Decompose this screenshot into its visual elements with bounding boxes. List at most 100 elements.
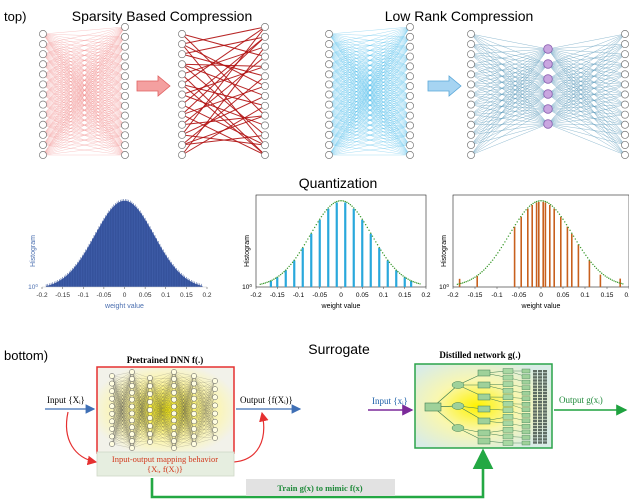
connection: [328, 95, 411, 156]
student-title: Distilled network g(.): [439, 350, 520, 360]
connection: [193, 397, 216, 399]
neuron: [325, 120, 333, 129]
connection: [111, 421, 133, 428]
connection: [193, 383, 216, 390]
neuron: [467, 140, 475, 149]
connection: [193, 421, 216, 445]
connection: [193, 406, 216, 439]
gaussian-point: [460, 282, 462, 285]
gaussian-point: [599, 271, 601, 273]
student-output-cell: [533, 404, 537, 407]
gaussian-point: [507, 235, 510, 237]
connection: [131, 393, 151, 435]
student-output-cell: [538, 382, 542, 385]
gaussian-point: [537, 200, 540, 202]
connection: [111, 390, 133, 393]
connection: [193, 375, 216, 382]
connection: [193, 383, 216, 422]
connection: [111, 383, 133, 442]
student-node: [521, 435, 531, 440]
neuron: [129, 410, 135, 417]
student-output-cell: [533, 397, 537, 401]
neuron: [406, 151, 414, 159]
neuron: [621, 80, 629, 89]
connection: [111, 371, 133, 377]
student-node: [477, 437, 491, 445]
connection: [547, 43, 626, 80]
connection: [547, 84, 626, 110]
connection: [193, 421, 216, 430]
connection: [42, 105, 126, 156]
connection: [111, 371, 133, 437]
connection: [173, 436, 195, 449]
neuron: [325, 60, 333, 69]
gaussian-point: [259, 283, 261, 286]
connection: [173, 413, 195, 422]
connection: [149, 377, 175, 407]
connection: [470, 63, 549, 115]
student-output-cell: [543, 416, 547, 419]
bottleneck-neuron: [543, 104, 553, 114]
neuron: [621, 130, 629, 139]
gaussian-point: [463, 281, 466, 284]
connection: [193, 429, 216, 437]
connection: [181, 36, 266, 55]
gaussian-point: [514, 223, 517, 226]
gaussian-point: [549, 203, 552, 206]
neuron: [121, 32, 129, 41]
connection: [42, 26, 126, 105]
neuron: [467, 40, 475, 49]
connection: [149, 392, 175, 443]
connection: [173, 398, 195, 400]
train-label-box: [246, 479, 395, 496]
connections: [470, 33, 626, 156]
x-tick-label: -0.05: [96, 292, 111, 299]
connection: [149, 433, 175, 449]
connection: [149, 378, 175, 435]
connection: [111, 427, 133, 445]
connection: [173, 427, 195, 437]
connection: [149, 406, 175, 443]
connection: [42, 26, 126, 85]
x-tick-label: 0.2: [624, 292, 629, 299]
connection: [149, 399, 175, 443]
connection: [149, 401, 175, 414]
neuron: [121, 101, 129, 110]
connection: [131, 371, 151, 411]
connection: [193, 406, 216, 414]
connection: [470, 108, 549, 146]
connection: [131, 377, 151, 386]
gaussian-point: [273, 278, 275, 280]
neuron: [171, 445, 177, 451]
neuron: [406, 131, 414, 140]
gaussian-point: [551, 205, 554, 207]
connection: [193, 380, 216, 437]
gaussian-point: [354, 209, 357, 211]
student-output-cell: [533, 435, 537, 438]
train-label: Train g(x) to mimic f(x): [277, 483, 362, 493]
gaussian-point: [404, 276, 406, 278]
gaussian-point: [527, 207, 529, 209]
lowrank-title: Low Rank Compression: [385, 8, 534, 24]
connection: [131, 377, 151, 442]
connection: [149, 385, 175, 393]
student-node: [521, 390, 531, 396]
connection: [149, 399, 175, 435]
connection: [149, 392, 175, 411]
neuron: [212, 394, 218, 401]
neuron: [39, 60, 47, 69]
student-node: [502, 420, 514, 427]
neuron: [39, 40, 47, 49]
connection: [131, 371, 151, 403]
gaussian-point: [315, 223, 318, 226]
connection: [173, 391, 195, 407]
neuron: [406, 91, 414, 100]
connection: [173, 392, 195, 414]
connection: [328, 26, 411, 75]
surrogate-title: Surrogate: [308, 341, 370, 357]
connection: [328, 26, 411, 95]
connection: [131, 377, 151, 449]
student-node: [502, 433, 514, 440]
connection: [111, 392, 133, 422]
connection: [111, 406, 133, 442]
